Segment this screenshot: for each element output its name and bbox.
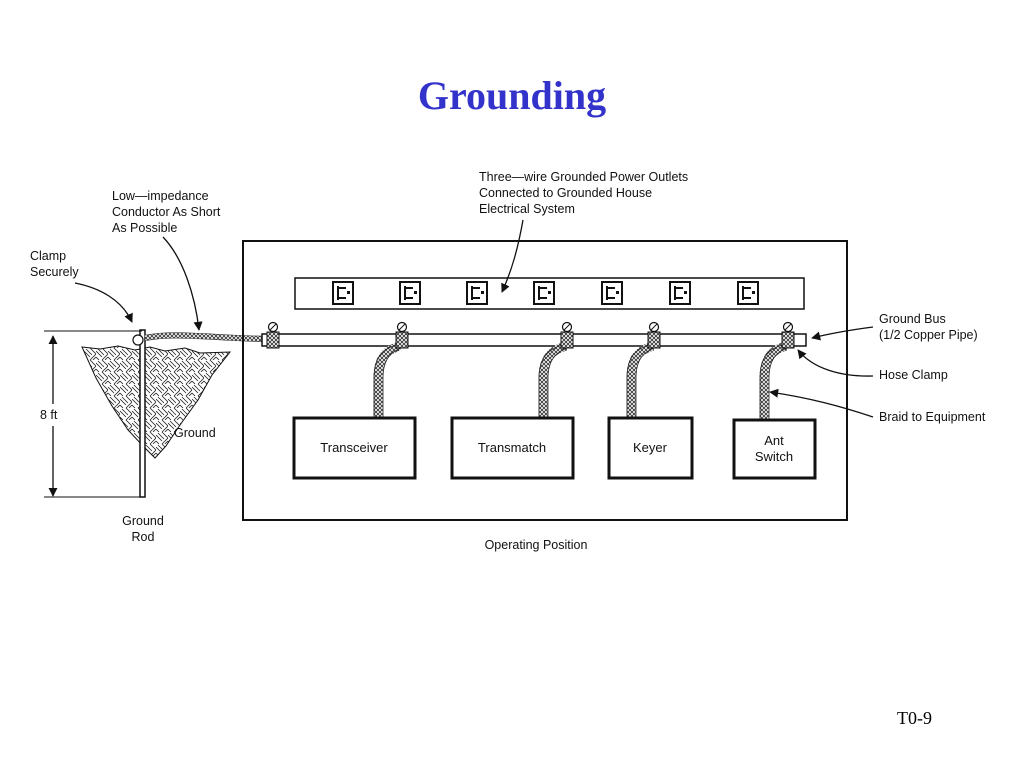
outlet-icon xyxy=(332,281,354,305)
label-outlets-3: Electrical System xyxy=(479,202,575,216)
label-low-impedance-2: Conductor As Short xyxy=(112,205,221,219)
leader-arrows xyxy=(74,219,874,418)
label-low-impedance-3: As Possible xyxy=(112,221,177,235)
slide-number: T0-9 xyxy=(897,708,932,728)
slide-title: Grounding xyxy=(417,73,607,118)
outlet-icon xyxy=(601,281,623,305)
operating-position-box xyxy=(242,240,848,521)
label-ground-rod-1: Ground xyxy=(122,514,164,528)
label-hose-clamp: Hose Clamp xyxy=(879,368,948,382)
equipment-box-transceiver xyxy=(292,416,417,480)
rod-clamp xyxy=(132,334,144,346)
label-ground-bus-1: Ground Bus xyxy=(879,312,946,326)
ground-hatch-icon xyxy=(81,345,232,459)
label-clamp-securely-2: Securely xyxy=(30,265,79,279)
label-braid: Braid to Equipment xyxy=(879,410,986,424)
outlet-icon xyxy=(533,281,555,305)
label-outlets-2: Connected to Grounded House xyxy=(479,186,652,200)
hose-clamp-icon xyxy=(781,321,795,349)
label-clamp-securely-1: Clamp xyxy=(30,249,66,263)
arrow-hose-clamp xyxy=(797,349,874,377)
equipment-box-transmatch xyxy=(450,416,575,480)
equipment-boxes: Transceiver Transmatch Keyer Ant Switch xyxy=(292,416,817,480)
equipment-label-transmatch: Transmatch xyxy=(478,440,546,455)
label-operating-position: Operating Position xyxy=(485,538,588,552)
outlet-icon xyxy=(399,281,421,305)
label-ground-bus-2: (1/2 Copper Pipe) xyxy=(879,328,978,342)
equipment-label-switch: Switch xyxy=(755,449,793,464)
hose-clamps-group xyxy=(266,321,795,349)
ground-bus xyxy=(261,333,807,347)
arrow-ground-bus xyxy=(811,326,874,341)
hose-clamp-icon xyxy=(395,321,409,349)
equipment-braids xyxy=(373,341,788,419)
label-outlets-1: Three—wire Grounded Power Outlets xyxy=(479,170,688,184)
hose-clamp-icon xyxy=(560,321,574,349)
ground-rod xyxy=(139,329,146,498)
equipment-box-ant-switch xyxy=(732,418,817,480)
arrow-low-impedance xyxy=(162,236,203,331)
label-low-impedance-1: Low—impedance xyxy=(112,189,209,203)
outlet-icon xyxy=(669,281,691,305)
label-height: 8 ft xyxy=(40,408,58,422)
outlet-icon xyxy=(737,281,759,305)
equipment-box-keyer xyxy=(607,416,694,480)
outlets-group xyxy=(332,281,759,305)
label-ground-rod-2: Rod xyxy=(132,530,155,544)
arrow-clamp-securely xyxy=(74,282,133,323)
label-ground: Ground xyxy=(174,426,216,440)
equipment-label-ant: Ant xyxy=(764,433,784,448)
equipment-label-keyer: Keyer xyxy=(633,440,668,455)
arrow-outlets xyxy=(501,219,524,293)
hose-clamp-icon xyxy=(647,321,661,349)
outlet-icon xyxy=(466,281,488,305)
equipment-label-transceiver: Transceiver xyxy=(320,440,388,455)
hose-clamp-icon xyxy=(266,321,280,349)
arrow-braid xyxy=(769,388,874,418)
